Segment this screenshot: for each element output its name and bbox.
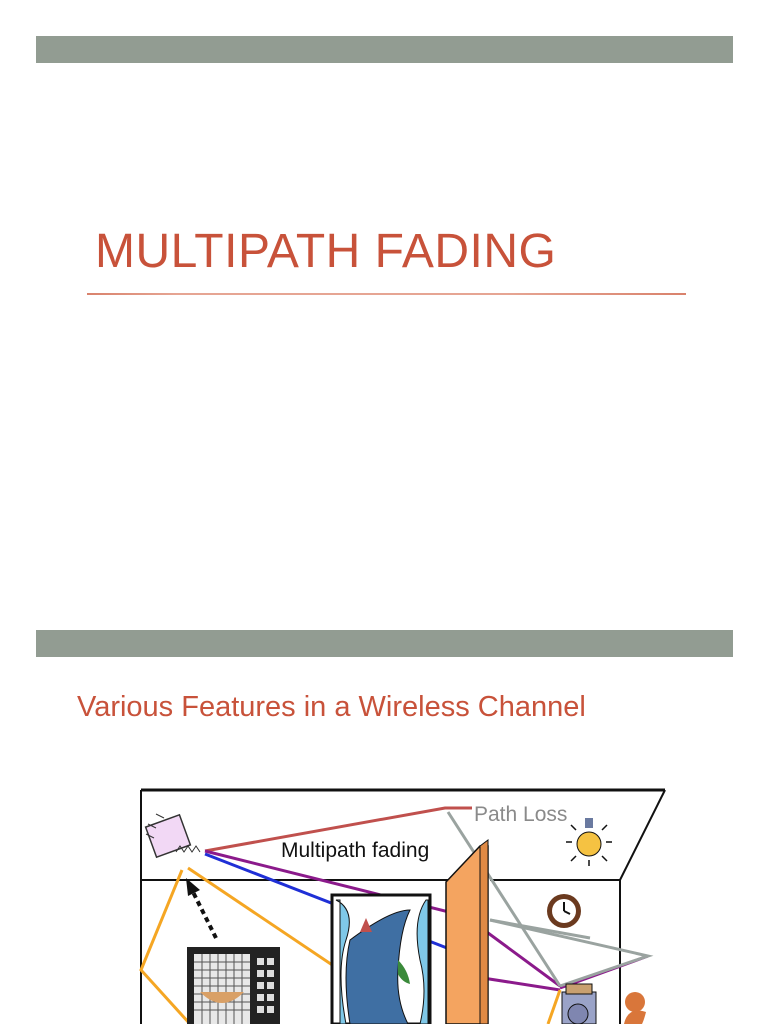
ray-orange [139,869,192,1024]
clock-icon [547,894,581,928]
slide-title: MULTIPATH FADING [36,36,733,295]
header-bar [36,630,733,657]
ray-gray-3 [489,918,591,940]
window-icon [330,893,432,1024]
dashed-arrow [186,878,218,939]
room-outline [140,788,666,1024]
slide-heading: Various Features in a Wireless Channel [77,691,586,723]
title-underline [87,293,686,295]
slide-wireless-channel: Various Features in a Wireless Channel [0,620,768,1024]
person-icon [624,992,646,1024]
antenna-icon [144,813,201,859]
ray-red [204,806,472,853]
path-loss-label: Path Loss [472,803,570,827]
light-bulb-icon [566,818,612,866]
partition-wall [445,839,489,1024]
receiver-icon [561,983,597,1024]
ray-gray-2 [489,918,654,988]
microwave-icon [187,947,280,1024]
slide-title-text: MULTIPATH FADING [95,225,557,278]
wireless-channel-diagram [139,788,666,1024]
header-bar [36,36,733,63]
ray-gray [446,811,562,987]
ray-orange-3 [546,989,562,1024]
multipath-fading-label: Multipath fading [281,839,430,862]
